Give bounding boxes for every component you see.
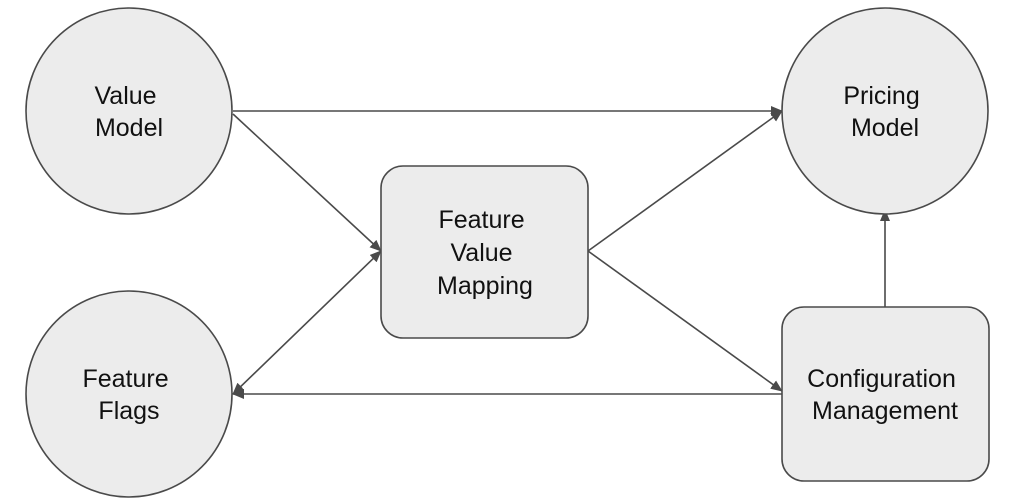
feature-value-mapping-label: Feature Value Mapping	[437, 206, 533, 300]
feature-value-mapping-label-line-1: Feature	[438, 206, 524, 234]
pricing-model-circle	[781, 7, 989, 215]
pricing-model-label-line-1: Pricing	[843, 82, 919, 110]
value-model-label-line-2: Model	[95, 114, 163, 142]
feature-flags-circle	[25, 290, 233, 498]
configuration-management-label: Configuration Management	[807, 365, 963, 425]
node-configuration-management: Configuration Management	[781, 306, 990, 482]
node-feature-flags: Feature Flags	[25, 290, 233, 498]
feature-value-mapping-label-line-2: Value	[450, 239, 512, 267]
configuration-management-box	[781, 306, 990, 482]
feature-value-mapping-box	[380, 165, 589, 339]
feature-flags-label: Feature Flags	[82, 365, 175, 425]
pricing-model-label: Pricing Model	[843, 82, 926, 142]
arrow-value-model-to-feature-value-mapping	[232, 113, 382, 252]
arrow-feature-value-mapping-to-configuration-management	[587, 250, 783, 392]
value-model-label-line-1: Value	[94, 82, 156, 110]
pricing-model-label-line-2: Model	[851, 114, 919, 142]
node-pricing-model: Pricing Model	[781, 7, 989, 215]
feature-value-mapping-label-line-3: Mapping	[437, 272, 533, 300]
value-model-label: Value Model	[94, 82, 163, 142]
configuration-management-label-line-2: Management	[812, 397, 958, 425]
node-value-model: Value Model	[25, 7, 233, 215]
node-feature-value-mapping: Feature Value Mapping	[380, 165, 589, 339]
arrow-feature-value-mapping-to-pricing-model	[587, 110, 783, 252]
configuration-management-label-line-1: Configuration	[807, 365, 956, 393]
value-model-circle	[25, 7, 233, 215]
arrow-feature-flags-feature-value-mapping-bidirectional	[232, 250, 382, 395]
feature-flags-label-line-1: Feature	[82, 365, 168, 393]
feature-flags-label-line-2: Flags	[98, 397, 159, 425]
